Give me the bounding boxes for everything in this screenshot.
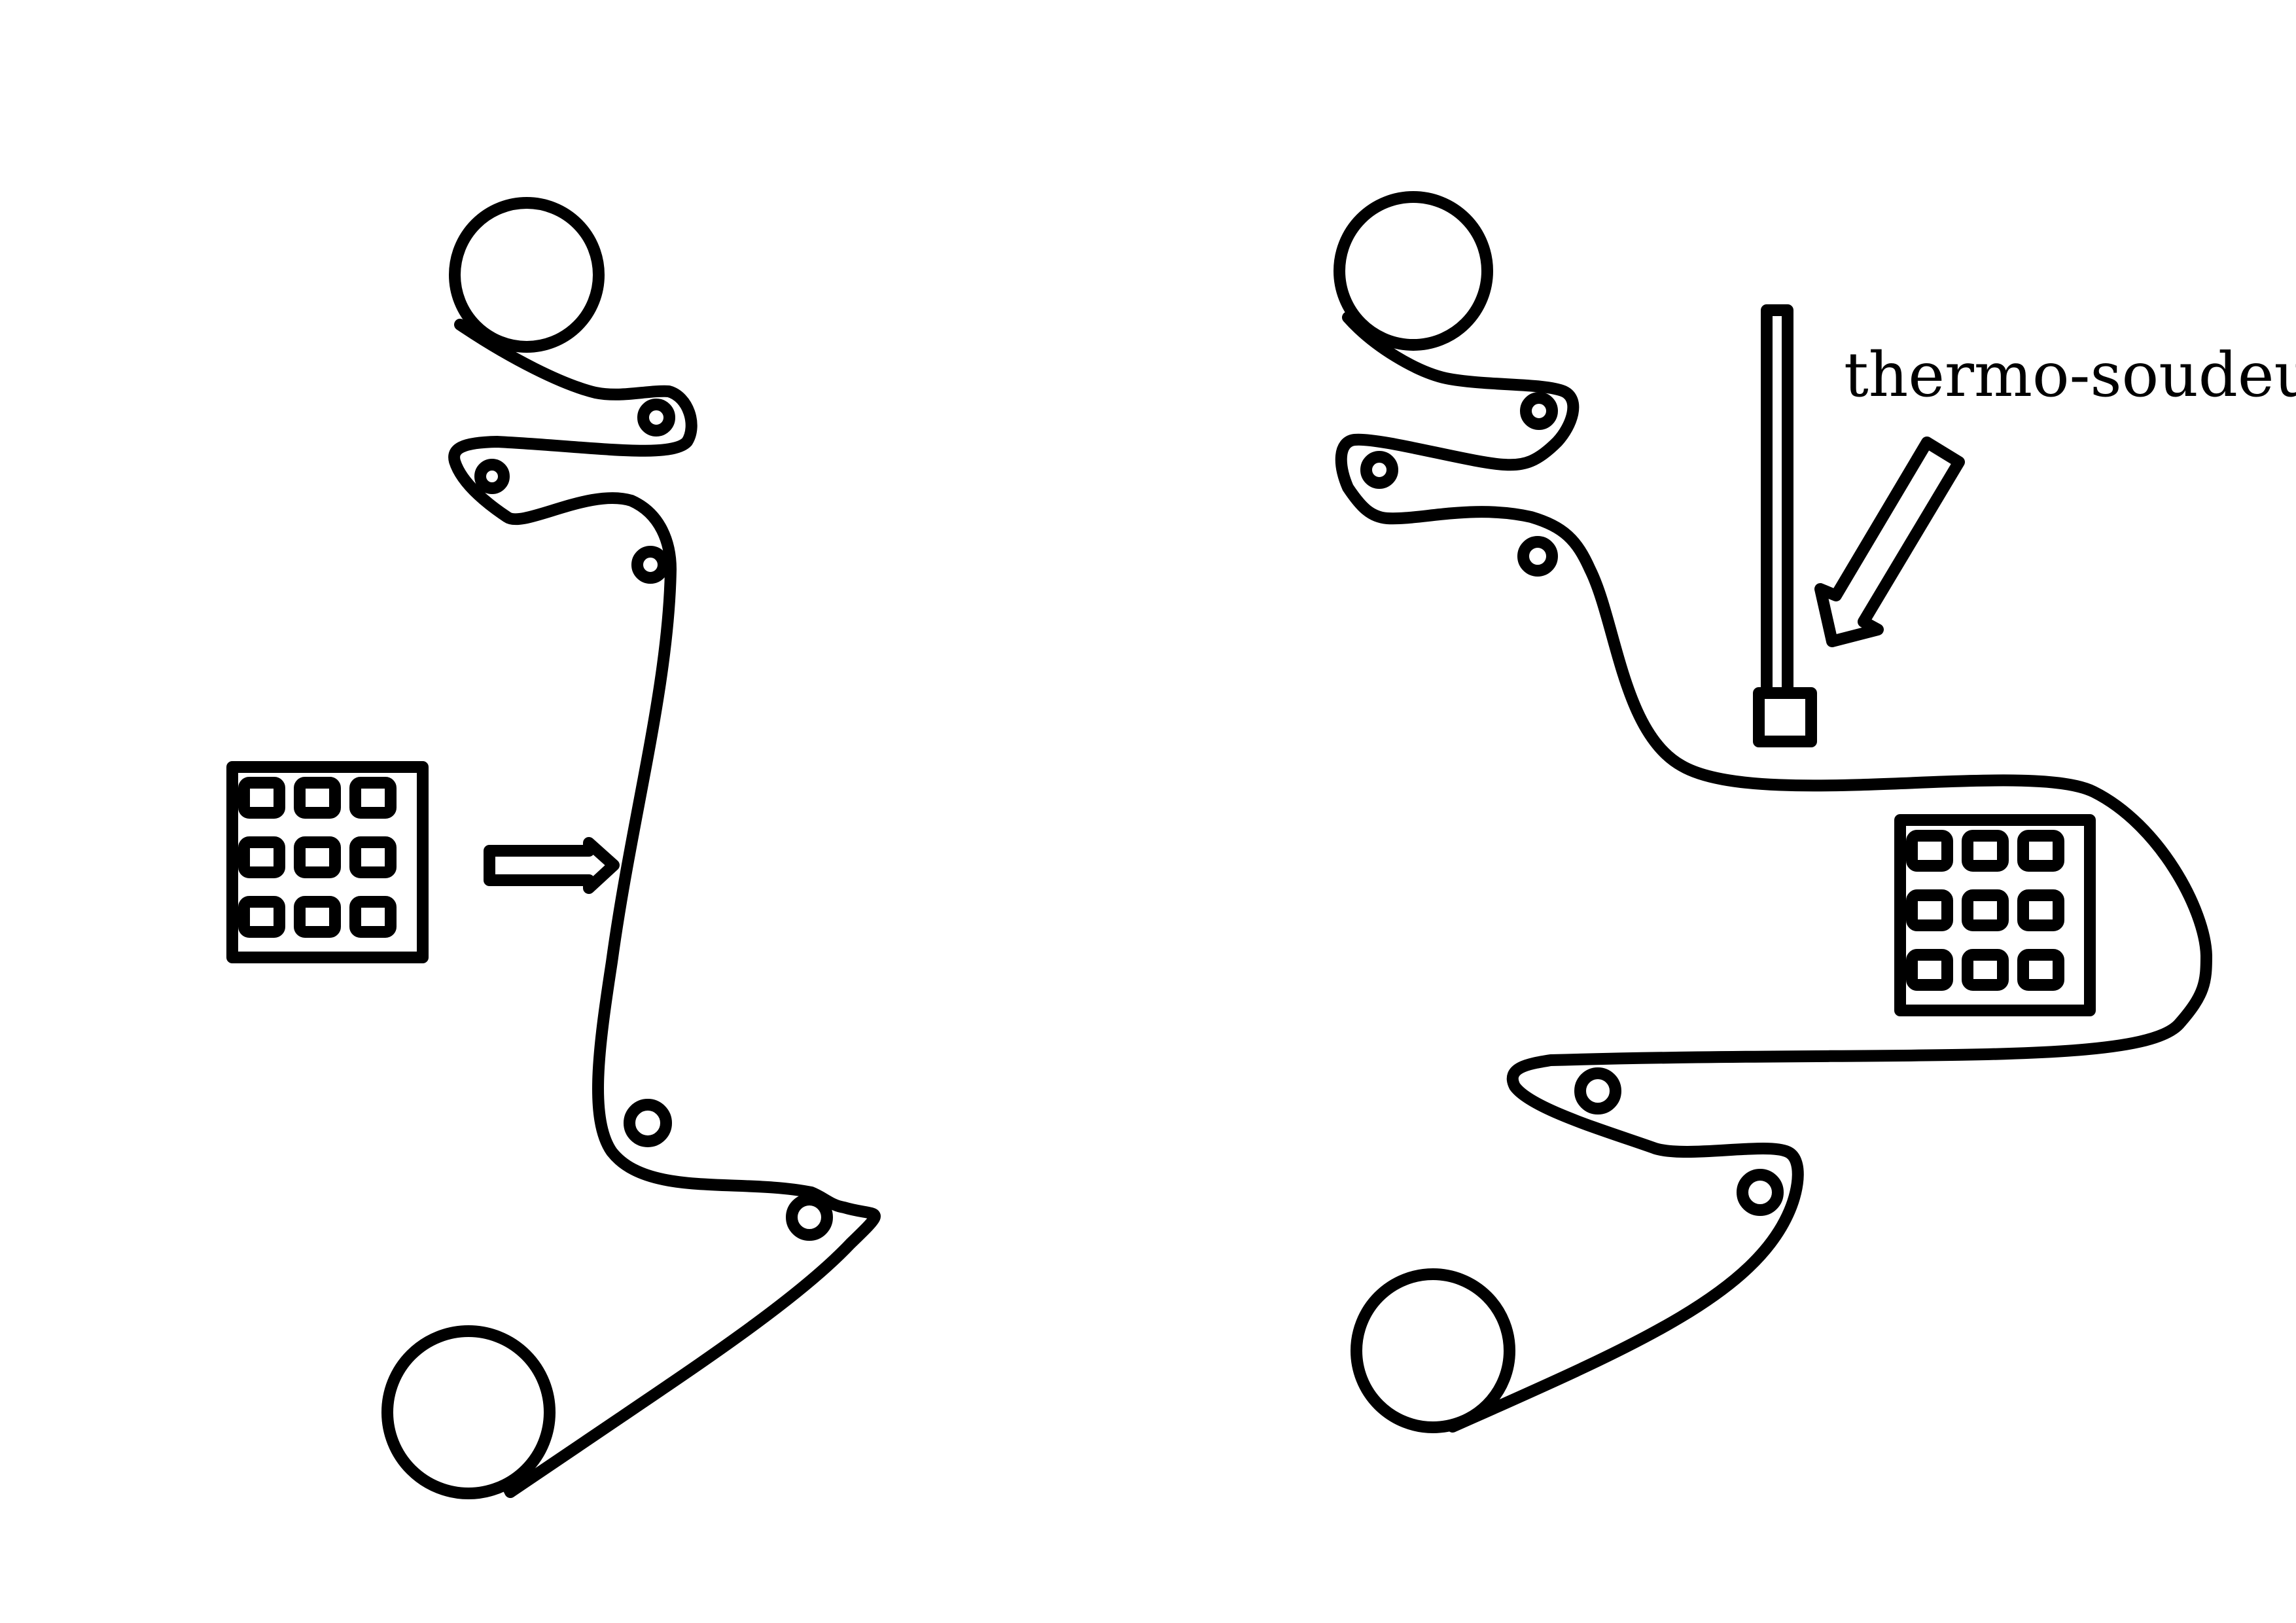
heat-sealer-rod: [1761, 304, 1793, 699]
left-roller-3: [631, 546, 669, 584]
heat-sealer: [1753, 304, 1817, 747]
right-assembly: thermo-soudeur: [1333, 191, 2296, 1433]
left-product-tray: [226, 761, 429, 963]
heat-sealer-label: thermo-soudeur: [1844, 340, 2296, 411]
left-roller-2: [474, 459, 510, 494]
right-film-path: [1335, 312, 2212, 1433]
left-roller-1: [637, 399, 675, 437]
right-roller-2: [1360, 451, 1398, 489]
left-supply-reel: [449, 197, 605, 353]
left-assembly: [226, 197, 881, 1499]
left-takeup-reel: [381, 1325, 556, 1499]
heat-sealer-arrow: [1814, 437, 1965, 647]
right-roller-5: [1737, 1169, 1784, 1216]
left-film-path: [448, 319, 881, 1498]
right-product-tray: [1894, 814, 2096, 1016]
left-roller-4: [624, 1099, 672, 1147]
left-feed-arrow: [484, 837, 620, 894]
right-roller-4: [1574, 1067, 1621, 1115]
right-roller-1: [1520, 392, 1558, 430]
heat-sealer-head: [1753, 687, 1817, 747]
left-roller-5: [786, 1194, 833, 1241]
right-takeup-reel: [1351, 1268, 1515, 1433]
right-roller-3: [1517, 536, 1558, 577]
right-supply-reel: [1333, 191, 1493, 351]
